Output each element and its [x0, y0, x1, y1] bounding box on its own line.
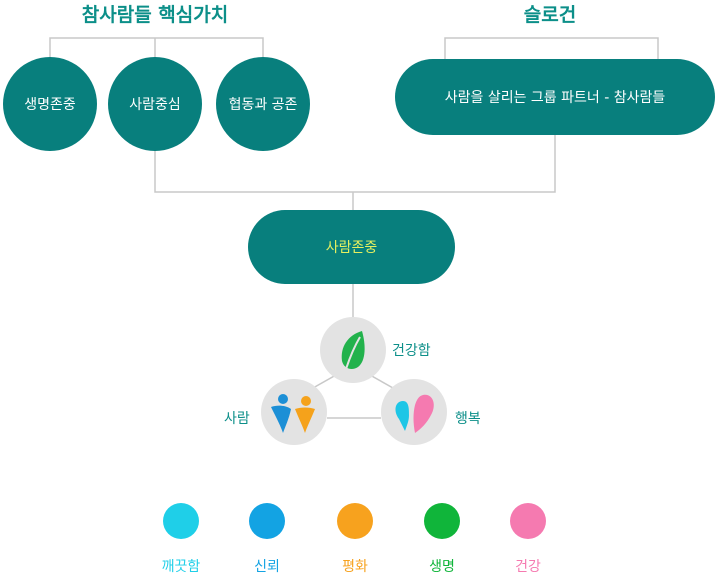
- legend-label-health: 건강: [515, 559, 541, 574]
- center-respect-pill: 사람존중: [248, 210, 455, 284]
- slogan-text: 사람을 살리는 그룹 파트너 - 참사람들: [444, 90, 666, 106]
- slogan-title: 슬로건: [523, 4, 577, 26]
- legend-dot-clean: [163, 503, 199, 539]
- legend-label-trust: 신뢰: [254, 559, 280, 574]
- core-value-people-centered: 사람중심: [108, 57, 202, 151]
- legend-label-clean: 깨끗함: [161, 559, 201, 574]
- legend-label-life: 생명: [429, 559, 455, 574]
- core-value-label: 사람중심: [129, 97, 181, 113]
- slogan-bracket-line: [444, 37, 659, 59]
- people-icon: [271, 394, 315, 433]
- people-node: [261, 379, 327, 445]
- slogan-pill: 사람을 살리는 그룹 파트너 - 참사람들: [395, 59, 715, 135]
- core-value-label: 협동과 공존: [228, 97, 298, 113]
- happiness-node: [381, 379, 447, 445]
- legend-dot-peace: [337, 503, 373, 539]
- triangle-right-edge: [369, 374, 394, 389]
- legend-dot-life: [424, 503, 460, 539]
- leaf-icon: [341, 331, 365, 370]
- core-value-respect-life: 생명존중: [3, 57, 97, 151]
- health-label: 건강함: [392, 343, 431, 359]
- legend-label-peace: 평화: [342, 559, 368, 574]
- center-label: 사람존중: [325, 240, 378, 256]
- hearts-icon: [395, 394, 434, 433]
- core-value-cooperation: 협동과 공존: [216, 57, 310, 151]
- people-label: 사람: [224, 411, 250, 427]
- health-node: [320, 317, 386, 383]
- legend-dot-health: [510, 503, 546, 539]
- triangle-left-edge: [312, 374, 337, 389]
- legend-dot-trust: [249, 503, 285, 539]
- core-values-title: 참사람들 핵심가치: [81, 4, 229, 26]
- happiness-label: 행복: [455, 411, 481, 427]
- values-bracket-line: [49, 37, 264, 57]
- join-line: [154, 135, 556, 193]
- core-value-label: 생명존중: [24, 97, 76, 113]
